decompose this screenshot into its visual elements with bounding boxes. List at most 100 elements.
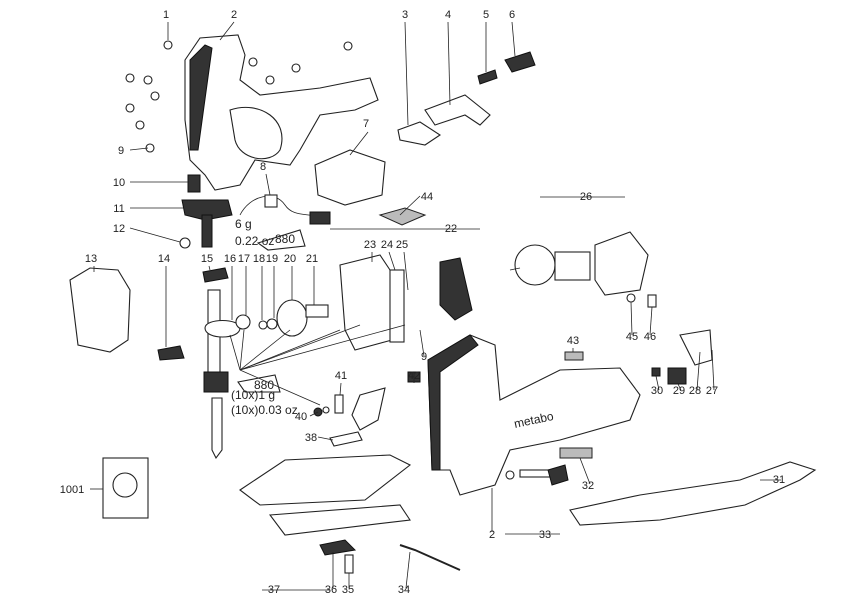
cover-13 [69, 267, 131, 353]
grease-top-tube-label: 880 [275, 232, 295, 246]
leader-line [349, 131, 369, 156]
washer-40 [322, 406, 330, 414]
part-label-2: 2 [489, 529, 495, 541]
button-6 [504, 51, 536, 73]
part-label-21: 21 [306, 253, 318, 265]
part-label-5: 5 [483, 9, 489, 21]
bearing-17 [235, 314, 251, 330]
part-label-25: 25 [396, 239, 408, 251]
leader-line [219, 21, 235, 41]
part-label-3: 3 [402, 9, 408, 21]
part-label-15: 15 [201, 253, 213, 265]
part-label-12: 12 [113, 223, 125, 235]
bracket-22 [439, 257, 473, 321]
part-38-bracket [351, 387, 386, 431]
leader-line [649, 306, 653, 336]
label-32 [559, 447, 593, 459]
motor-26 [509, 231, 649, 296]
part-label-33: 33 [539, 529, 551, 541]
saw-blade [211, 397, 223, 460]
leader-line [129, 227, 181, 243]
leader-line [419, 329, 425, 357]
part-label-26: 26 [580, 191, 592, 203]
part-30 [651, 367, 661, 377]
cable-connector [264, 194, 278, 208]
leader-line [404, 21, 409, 126]
part-label-24: 24 [381, 239, 393, 251]
part-label-40: 40 [295, 411, 307, 423]
part-label-36: 36 [325, 584, 337, 596]
grease-leaders [229, 324, 406, 406]
leader-line [129, 147, 149, 151]
screw-35 [344, 554, 354, 574]
gear-20 [276, 299, 308, 337]
part-4 [424, 94, 491, 126]
washer-33 [505, 470, 515, 480]
part-label-29: 29 [673, 385, 685, 397]
part-27-28 [679, 329, 713, 366]
grease-bottom-tube-label: 880 [254, 378, 274, 392]
part-label-38: 38 [305, 432, 317, 444]
leader-line [265, 173, 271, 196]
leader-line [711, 349, 715, 391]
screws [125, 40, 353, 153]
part-label-6: 6 [509, 9, 515, 21]
part-label-2: 2 [231, 9, 237, 21]
part-label-42: 42 [408, 370, 420, 382]
tool-body: metabo [427, 334, 641, 496]
electronics-7 [314, 149, 386, 206]
leader-line [403, 251, 409, 291]
leader-line [511, 21, 516, 57]
part-label-35: 35 [342, 584, 354, 596]
pin-33 [519, 469, 551, 478]
part-label-7: 7 [363, 118, 369, 130]
leader-line [447, 21, 451, 106]
leader-line [630, 301, 633, 336]
cable-plug [309, 211, 331, 225]
label-44 [378, 207, 427, 226]
part-label-28: 28 [689, 385, 701, 397]
part-label-27: 27 [706, 385, 718, 397]
base-plate [239, 454, 412, 556]
spring-10 [187, 174, 201, 193]
knob-33 [547, 464, 569, 486]
pin-21 [305, 304, 329, 318]
part-label-10: 10 [113, 177, 125, 189]
detail-1001-circle [112, 472, 138, 498]
part-3 [397, 121, 442, 146]
part-label-11: 11 [113, 203, 124, 215]
lever-11 [181, 199, 233, 221]
part-label-44: 44 [421, 191, 433, 203]
ring-19 [266, 318, 278, 330]
leader-line [208, 265, 211, 271]
part-label-45: 45 [626, 331, 638, 343]
hex-key-34 [399, 544, 461, 571]
part-label-41: 41 [335, 370, 347, 382]
part-label-14: 14 [158, 253, 170, 265]
part-label-8: 8 [260, 161, 266, 173]
part-label-9: 9 [421, 351, 427, 363]
plate-24 [389, 269, 405, 343]
hose-31 [569, 461, 817, 526]
part-label-31: 31 [773, 474, 785, 486]
part-label-22: 22 [445, 223, 457, 235]
label-43 [564, 351, 584, 361]
washer-18 [258, 320, 268, 330]
part-29 [667, 367, 687, 385]
part-label-16: 16 [224, 253, 236, 265]
spring-5 [477, 69, 498, 85]
part-label-34: 34 [398, 584, 410, 596]
part-label-13: 13 [85, 253, 97, 265]
grease-top-amount: 6 g [235, 217, 252, 231]
leader-line [339, 382, 342, 396]
leader-line [399, 195, 421, 216]
housing-half [184, 34, 379, 191]
leader-line [388, 251, 396, 271]
leader-line [317, 436, 334, 441]
leader-line [405, 551, 411, 589]
part-label-1: 1 [163, 9, 169, 21]
screw-12 [179, 237, 191, 249]
part-label-18: 18 [253, 253, 265, 265]
part-label-9: 9 [118, 145, 124, 157]
